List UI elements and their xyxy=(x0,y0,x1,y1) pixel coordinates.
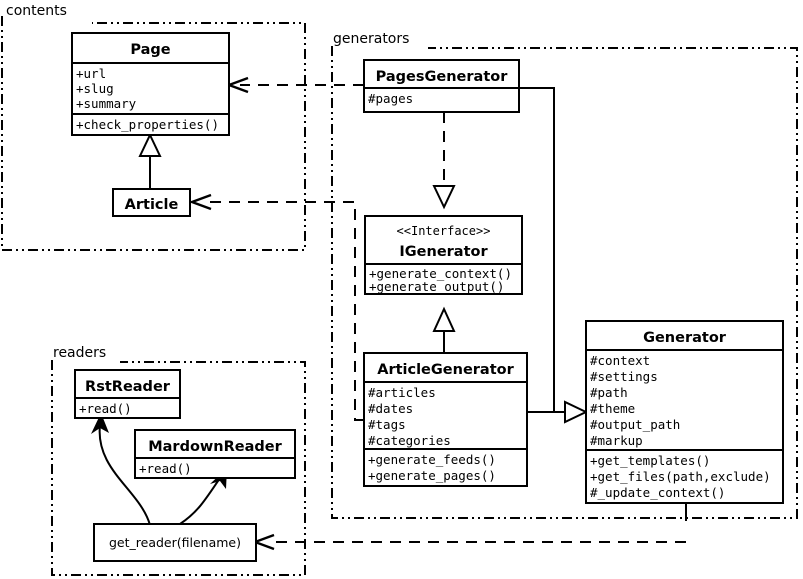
class-page-attribute: +summary xyxy=(76,96,137,111)
function-get-reader-frame xyxy=(93,523,257,562)
class-generator-method: +get_templates() xyxy=(590,453,710,468)
package-readers-border xyxy=(51,360,306,576)
class-articlegenerator-name: ArticleGenerator xyxy=(377,362,514,378)
class-articlegenerator[interactable]: ArticleGenerator #articles #dates #tags … xyxy=(363,352,528,487)
class-articlegenerator-attribute: #categories xyxy=(368,433,451,448)
class-generator-attribute: #markup xyxy=(590,433,643,448)
package-generators: generators xyxy=(331,31,798,519)
package-readers-label: readers xyxy=(53,345,106,361)
class-mardownreader-name: MardownReader xyxy=(148,439,282,455)
class-rstreader-name: RstReader xyxy=(85,379,171,395)
relation-articlegenerator-to-article xyxy=(188,193,364,421)
class-rstreader-frame xyxy=(74,369,181,419)
class-generator-method: #_update_context() xyxy=(590,485,725,500)
hollow-triangle-arrowhead-icon xyxy=(432,185,456,210)
class-articlegenerator-method: +generate_feeds() xyxy=(368,452,496,467)
class-generator-method: +get_files(path,exclude) xyxy=(590,469,771,484)
solid-arrowhead-icon xyxy=(91,413,109,434)
class-page-frame xyxy=(71,32,230,136)
class-page-method: +check_properties() xyxy=(76,117,219,132)
class-page-name: Page xyxy=(130,42,170,58)
open-arrowhead-icon xyxy=(251,533,275,551)
class-igenerator-method: +generate_context() xyxy=(369,266,512,281)
class-pagesgenerator-name: PagesGenerator xyxy=(376,69,509,85)
open-arrowhead-icon xyxy=(188,193,212,211)
class-articlegenerator-method: +generate_pages() xyxy=(368,468,496,483)
relation-articlegenerator-to-igenerator xyxy=(432,306,456,354)
relation-curve xyxy=(98,424,151,526)
relation-curve xyxy=(179,477,221,525)
class-igenerator-method: +generate_output() xyxy=(369,279,504,294)
class-rstreader[interactable]: RstReader +read() xyxy=(74,369,181,419)
package-readers: readers xyxy=(51,345,306,576)
class-pagesgenerator-frame xyxy=(363,59,520,113)
class-rstreader-method: +read() xyxy=(79,401,132,416)
package-contents-border xyxy=(1,16,306,251)
class-article[interactable]: Article xyxy=(112,188,191,217)
class-mardownreader[interactable]: MardownReader +read() xyxy=(134,429,296,479)
hollow-triangle-arrowhead-icon xyxy=(432,306,456,332)
package-generators-border xyxy=(331,46,798,519)
class-generator-attribute: #settings xyxy=(590,369,658,384)
class-page-attribute: +slug xyxy=(76,81,114,96)
class-articlegenerator-attribute: #dates xyxy=(368,401,413,416)
class-generator[interactable]: Generator #context #settings #path #them… xyxy=(585,320,784,504)
class-pagesgenerator-attribute: #pages xyxy=(368,91,413,106)
class-igenerator-stereotype: <<Interface>> xyxy=(397,224,491,238)
class-generator-frame xyxy=(585,320,784,504)
class-generator-attribute: #path xyxy=(590,385,628,400)
class-articlegenerator-attribute: #tags xyxy=(368,417,406,432)
class-igenerator-frame xyxy=(364,215,523,295)
class-articlegenerator-frame xyxy=(363,352,528,487)
relation-getreader-to-rstreader xyxy=(91,413,151,526)
package-contents-label: contents xyxy=(6,3,67,19)
class-generator-name: Generator xyxy=(643,330,727,346)
relation-pagesgenerator-to-igenerator xyxy=(432,112,456,210)
class-page[interactable]: Page +url +slug +summary +check_properti… xyxy=(71,32,230,136)
function-get-reader[interactable]: get_reader(filename) xyxy=(93,523,257,562)
package-generators-label: generators xyxy=(333,31,409,47)
class-page-attribute: +url xyxy=(76,66,106,81)
class-igenerator[interactable]: <<Interface>> IGenerator +generate_conte… xyxy=(364,215,523,295)
relation-generators-to-generator xyxy=(519,87,589,424)
hollow-triangle-arrowhead-icon xyxy=(564,400,589,424)
class-article-frame xyxy=(112,188,191,217)
function-get-reader-label: get_reader(filename) xyxy=(109,535,241,550)
class-igenerator-name: IGenerator xyxy=(399,244,488,260)
class-generator-attribute: #theme xyxy=(590,401,635,416)
relation-generator-to-getreader xyxy=(251,503,687,551)
class-mardownreader-frame xyxy=(134,429,296,479)
class-generator-attribute: #output_path xyxy=(590,417,680,432)
relation-line xyxy=(202,201,364,421)
hollow-triangle-arrowhead-icon xyxy=(138,132,162,157)
package-contents: contents xyxy=(1,3,306,251)
relation-pagesgenerator-to-page xyxy=(225,76,364,94)
class-mardownreader-method: +read() xyxy=(139,461,192,476)
class-articlegenerator-attribute: #articles xyxy=(368,385,436,400)
class-pagesgenerator[interactable]: PagesGenerator #pages xyxy=(363,59,520,113)
relation-article-to-page xyxy=(138,132,162,190)
class-article-name: Article xyxy=(125,197,179,213)
class-generator-attribute: #context xyxy=(590,353,650,368)
